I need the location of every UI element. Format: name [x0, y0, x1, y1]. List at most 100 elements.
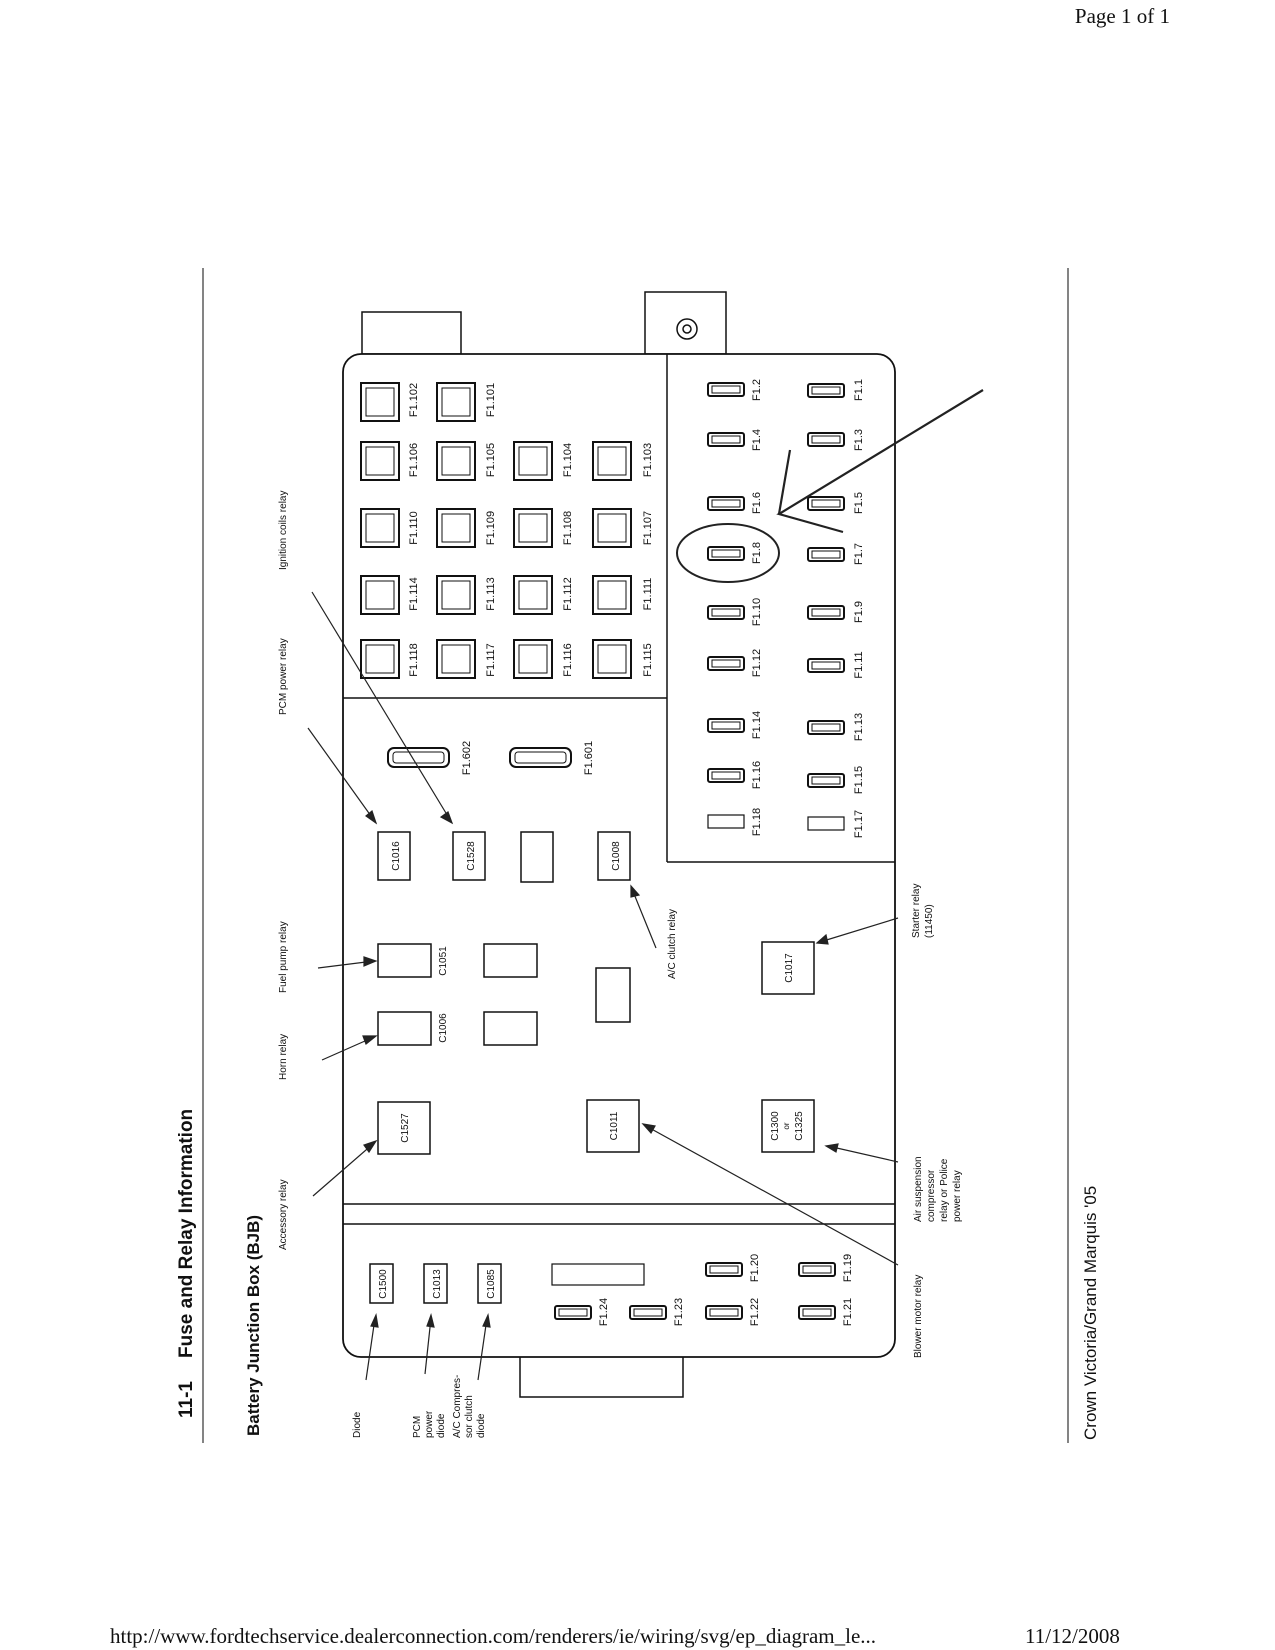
cartridge-fuse [436, 441, 476, 481]
fuse-label: F1.601 [583, 741, 595, 775]
relay-fuel-pump [377, 943, 432, 978]
callout-ac-clutch-relay: A/C clutch relay [667, 909, 678, 979]
tab-bottom [519, 1354, 684, 1398]
relay-grid [360, 382, 632, 679]
callout-air-suspension: Air suspension [913, 1156, 924, 1222]
fuse-label: F1.15 [853, 766, 865, 794]
fuse-label: F1.23 [673, 1298, 685, 1326]
cartridge-fuse [436, 382, 476, 422]
callout-air-suspension: relay or Police [939, 1158, 950, 1222]
fuse-label: F1.109 [485, 511, 497, 545]
cartridge-fuse [592, 575, 632, 615]
mini-fuse [707, 546, 745, 561]
callout-starter-relay: Starter relay [911, 884, 922, 938]
fuse-label: F1.103 [642, 443, 654, 477]
relay-empty [595, 967, 631, 1023]
cartridge-fuse [436, 508, 476, 548]
callout-pcm-diode: power [424, 1410, 435, 1438]
fuse-label: F1.3 [853, 429, 865, 451]
connector-label: C1008 [611, 841, 622, 871]
relay-c1017 [761, 941, 815, 995]
cartridge-fuse [360, 575, 400, 615]
callout-diode: Diode [352, 1411, 363, 1438]
callout-pcm-power-relay: PCM power relay [278, 638, 289, 715]
page-url: http://www.fordtechservice.dealerconnect… [110, 1624, 877, 1648]
callout-air-suspension: power relay [952, 1170, 963, 1222]
callout-pcm-diode: PCM [412, 1416, 423, 1438]
mini-fuse [707, 496, 745, 511]
connector-label: C1528 [466, 841, 477, 871]
connector-label: C1325 [794, 1111, 805, 1141]
mini-fuse [707, 768, 745, 783]
callout-ac-diode: diode [476, 1413, 487, 1438]
fuse-label: F1.19 [842, 1254, 854, 1282]
connector-label: C1085 [486, 1269, 497, 1299]
fuse-label: F1.118 [408, 643, 420, 676]
relay-horn [377, 1011, 432, 1046]
fuse-label: F1.101 [485, 383, 497, 417]
mini-fuse [705, 1305, 743, 1320]
maxi-fuse [387, 747, 450, 768]
relay-empty [520, 831, 554, 883]
fuse-label: F1.110 [408, 511, 420, 544]
connector-label: C1006 [438, 1013, 449, 1043]
mini-fuse-empty [807, 816, 845, 831]
mini-fuse [554, 1305, 592, 1320]
fuse-label: F1.13 [853, 713, 865, 741]
fuse-label: F1.17 [853, 810, 865, 838]
connector-label: C1300 [770, 1111, 781, 1141]
relay-c1300 [761, 1099, 815, 1153]
fuse-label: F1.24 [598, 1298, 610, 1326]
connector-label: C1016 [391, 841, 402, 871]
callout-pcm-diode: diode [436, 1413, 447, 1438]
fuse-label: F1.9 [853, 601, 865, 623]
callout-ac-diode: A/C Compres- [452, 1375, 463, 1438]
mini-fuse-empty [707, 814, 745, 829]
fuse-label: F1.11 [853, 651, 865, 678]
cartridge-fuse [513, 575, 553, 615]
callout-air-suspension: compressor [926, 1169, 937, 1222]
cartridge-fuse [513, 441, 553, 481]
relay-empty [483, 943, 538, 978]
callout-fuel-pump-relay: Fuel pump relay [278, 921, 289, 993]
cartridge-fuse [436, 575, 476, 615]
vehicle-name: Crown Victoria/Grand Marquis '05 [1081, 1186, 1100, 1440]
highlight-arrow-stem [777, 449, 792, 515]
mounting-bolt-icon [676, 318, 698, 340]
mini-fuse [807, 720, 845, 735]
mounting-tab [644, 291, 727, 355]
fuse-label: F1.116 [562, 643, 574, 676]
relay-c1011 [586, 1099, 640, 1153]
connector-label: C1527 [400, 1113, 411, 1143]
connector-label-or: or [782, 1122, 791, 1129]
callout-lines [307, 591, 899, 1381]
mini-fuse [705, 1262, 743, 1277]
mini-fuse [807, 773, 845, 788]
subtitle: Battery Junction Box (BJB) [244, 1215, 263, 1436]
connector-label: C1013 [432, 1269, 443, 1299]
fuse-label: F1.6 [751, 492, 763, 514]
fuse-label: F1.113 [485, 577, 497, 610]
fuse-label: F1.8 [751, 542, 763, 564]
print-date: 11/12/2008 [1025, 1624, 1120, 1648]
page-indicator: Page 1 of 1 [1074, 4, 1170, 28]
fuse-label: F1.14 [751, 711, 763, 739]
diode-c1013 [423, 1263, 448, 1304]
fuse-label: F1.114 [408, 577, 420, 610]
callout-ac-diode: sor clutch [464, 1395, 475, 1438]
relay-empty [483, 1011, 538, 1046]
highlight-circle [676, 523, 780, 583]
mini-fuse [807, 383, 845, 398]
fuse-label: F1.106 [408, 443, 420, 477]
fuse-label: F1.22 [749, 1298, 761, 1326]
fuse-label: F1.1 [853, 379, 865, 401]
connector-label: C1011 [609, 1111, 620, 1140]
mini-fuse [707, 718, 745, 733]
fuse-label: F1.5 [853, 492, 865, 514]
callout-starter-number: (11450) [924, 904, 935, 938]
fuse-label: F1.602 [461, 741, 473, 775]
relay-c1527 [377, 1101, 431, 1155]
tab-top-left [361, 311, 462, 355]
mini-fuse [707, 656, 745, 671]
